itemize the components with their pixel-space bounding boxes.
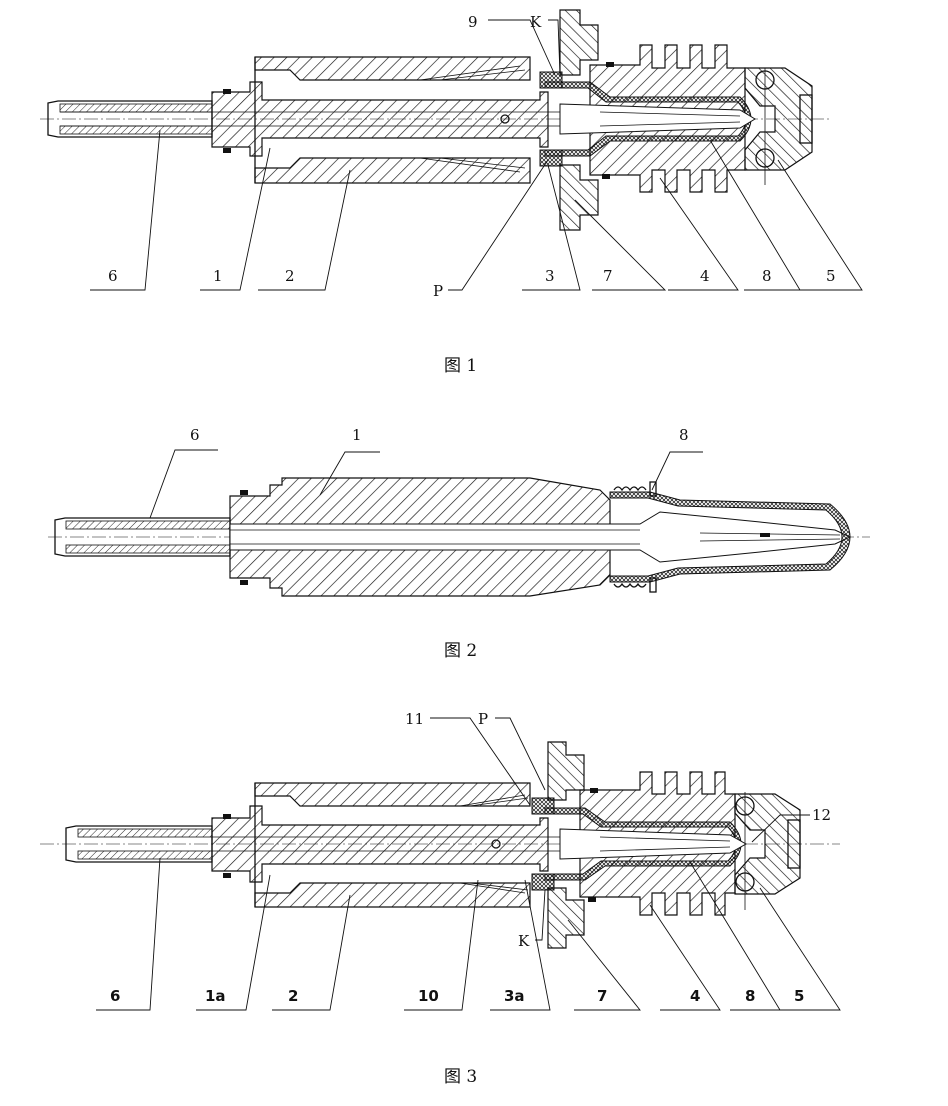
fig1-label-P: P (433, 282, 443, 300)
figure-3: 6 1a 2 10 3a 7 4 8 5 11 P K 12 图 3 (40, 710, 841, 1087)
fig3-label-4: 4 (690, 987, 700, 1005)
outer-sleeve-2 (254, 782, 531, 908)
fig3-label-8: 8 (745, 987, 755, 1005)
feed-tube-6 (65, 825, 213, 863)
fig1-label-1: 1 (213, 267, 223, 285)
inner-core-1 (229, 477, 852, 597)
inner-core-1a (211, 805, 560, 883)
fig1-label-3: 3 (545, 267, 555, 285)
nozzle-5 (744, 67, 813, 185)
fig3-label-7: 7 (597, 987, 607, 1005)
fig3-label-3a: 3a (504, 987, 525, 1005)
fig2-caption: 图 2 (444, 641, 477, 661)
fig2-label-8: 8 (679, 426, 689, 444)
fig1-leaders (90, 19, 863, 291)
fig3-label-10: 10 (418, 987, 439, 1005)
fig3-label-5: 5 (794, 987, 804, 1005)
fig3-label-K: K (518, 932, 530, 950)
flange-7 (547, 741, 598, 949)
fig1-label-9: 9 (468, 13, 478, 31)
inner-core-1 (211, 81, 560, 157)
fig1-labels: 6 1 2 P 3 7 4 8 5 9 K (108, 13, 836, 300)
fig3-caption: 图 3 (444, 1067, 477, 1087)
fig1-label-6: 6 (108, 267, 118, 285)
nozzle-5 (734, 792, 801, 910)
fig3-leaders (96, 717, 841, 1011)
fig2-label-6: 6 (190, 426, 200, 444)
fig3-label-11: 11 (405, 710, 424, 728)
fig3-label-6: 6 (110, 987, 120, 1005)
fig1-label-4: 4 (700, 267, 710, 285)
fig3-label-P: P (478, 710, 488, 728)
fig1-label-2: 2 (285, 267, 295, 285)
fig1-label-K: K (530, 13, 542, 31)
fig3-label-2: 2 (288, 987, 298, 1005)
fig2-label-1: 1 (352, 426, 362, 444)
fig1-label-8: 8 (762, 267, 772, 285)
figure-2: 6 1 8 图 2 (48, 426, 870, 661)
figure-1: 6 1 2 P 3 7 4 8 5 9 K 图 1 (40, 9, 863, 376)
fig2-leaders (149, 449, 703, 519)
fig3-label-12: 12 (812, 806, 831, 824)
outer-sleeve-2 (254, 56, 531, 184)
fig3-labels: 6 1a 2 10 3a 7 4 8 5 11 P K 12 (110, 710, 831, 1005)
fig1-caption: 图 1 (444, 356, 477, 376)
fig1-label-5: 5 (826, 267, 836, 285)
fig3-label-1a: 1a (205, 987, 226, 1005)
fig1-label-7: 7 (603, 267, 613, 285)
fig2-labels: 6 1 8 (190, 426, 689, 444)
preform-8 (609, 491, 851, 583)
